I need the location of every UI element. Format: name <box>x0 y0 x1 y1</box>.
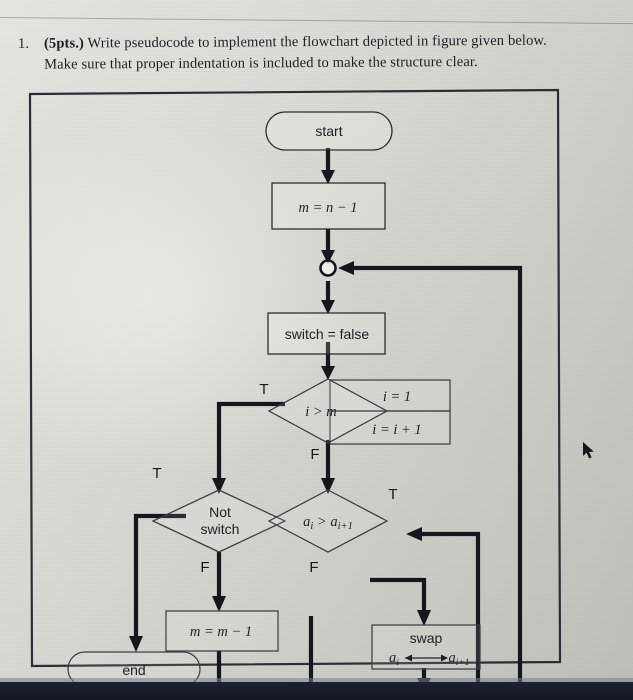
node-cond-compare <box>267 489 389 553</box>
node-start-label: start <box>315 123 342 139</box>
arrowhead-compare-true <box>417 610 431 626</box>
arrowhead-igtm-true <box>212 478 226 494</box>
connector-compare-false-to-junction-b <box>308 616 314 682</box>
arrowhead-start-to-init <box>321 170 335 184</box>
swap-rhs-sub: i+1 <box>456 658 470 668</box>
swap-lhs-sub: i <box>396 658 399 668</box>
question-line-1: Write pseudocode to implement the flowch… <box>83 32 547 52</box>
node-switch-false-label: switch = false <box>285 326 370 342</box>
connector-notswitch-true-to-end <box>133 513 186 638</box>
node-inc-i <box>329 410 451 445</box>
branch-label-compare-true: T <box>388 486 397 503</box>
branch-label-compare-false: F <box>309 559 318 576</box>
node-swap-rhs: ai+1 <box>448 650 469 668</box>
question-points: (5pts.) <box>43 35 85 52</box>
junction-node-a <box>319 259 337 277</box>
compare-lhs-sub: i <box>310 521 313 532</box>
arrowhead-junction-b-to-inc-i <box>406 527 422 541</box>
screen-bottom-bezel <box>0 682 633 700</box>
compare-op: > <box>313 514 330 530</box>
screen-bezel-highlight <box>0 678 633 682</box>
node-init-m <box>271 182 386 230</box>
node-set-i-1-label: i = 1 <box>383 389 411 405</box>
swap-rhs-base: a <box>448 650 455 666</box>
arrowhead-igtm-false <box>321 478 335 494</box>
node-dec-m-label: m = m − 1 <box>190 624 252 640</box>
question-text: 1. (5pts.) Write pseudocode to implement… <box>18 30 618 75</box>
arrowhead-junction-to-switchfalse <box>321 300 335 314</box>
node-set-i-1 <box>329 379 451 412</box>
node-cond-not-switch-line1: Not <box>209 504 231 520</box>
arrowhead-notswitch-false <box>212 596 226 612</box>
connector-compare-true-to-swap <box>370 577 427 612</box>
node-dec-m <box>165 610 279 652</box>
question-body: (5pts.) Write pseudocode to implement th… <box>44 30 618 75</box>
arrowhead-switchfalse-to-setone <box>321 366 335 380</box>
branch-label-notswitch-true: T <box>152 465 161 482</box>
swap-arrowhead-left <box>405 654 412 662</box>
compare-rhs-sub: i+1 <box>338 521 353 532</box>
arrowhead-loop-outer <box>338 261 354 275</box>
node-swap-title: swap <box>410 630 443 646</box>
figure-frame <box>28 88 562 668</box>
node-end-label: end <box>122 662 145 678</box>
node-cond-i-gt-m <box>267 378 389 444</box>
arrowhead-notswitch-true <box>129 636 143 652</box>
node-swap-lhs: ai <box>389 650 399 668</box>
compare-lhs: a <box>303 514 310 530</box>
question-line-2: Make sure that proper indentation is inc… <box>44 53 478 73</box>
arrowhead-init-to-junction <box>321 250 335 264</box>
branch-label-igtm-true: T <box>259 381 268 398</box>
node-switch-false <box>267 312 386 355</box>
flowchart-figure: start m = n − 1 switch = false i = 1 i =… <box>0 86 633 682</box>
branch-label-igtm-false: F <box>310 446 319 463</box>
node-start <box>265 111 393 151</box>
question-number: 1. <box>17 35 30 52</box>
swap-arrowhead-right <box>441 654 448 662</box>
node-swap <box>371 624 481 670</box>
node-end <box>67 651 201 682</box>
node-cond-not-switch-line2: switch <box>201 521 240 537</box>
swap-lhs-base: a <box>389 650 396 666</box>
node-cond-compare-label: ai > ai+1 <box>303 514 353 532</box>
connector-loop-outer-to-junction-a <box>352 265 523 682</box>
node-cond-i-gt-m-label: i > m <box>305 404 337 420</box>
mouse-pointer-icon <box>583 442 594 459</box>
node-cond-not-switch <box>151 489 287 553</box>
branch-label-notswitch-false: F <box>200 559 209 576</box>
node-inc-i-label: i = i + 1 <box>372 422 421 438</box>
compare-rhs: a <box>330 514 337 530</box>
flowchart-shapes-layer: start m = n − 1 switch = false i = 1 i =… <box>67 111 523 682</box>
flowchart-svg <box>28 88 562 682</box>
connector-igtm-true-to-notswitch <box>216 401 285 480</box>
node-init-m-label: m = n − 1 <box>298 200 357 216</box>
